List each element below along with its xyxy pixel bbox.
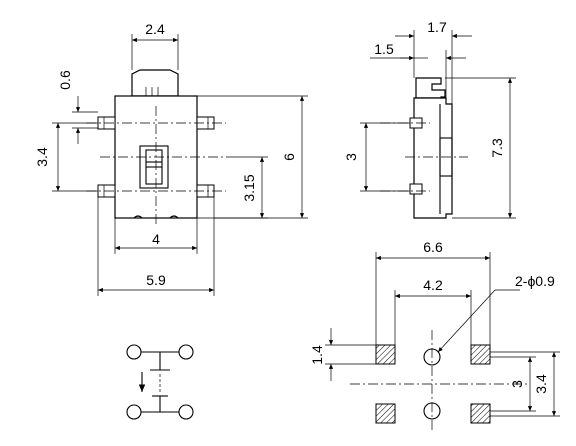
pcb-hole: [423, 348, 441, 366]
dim-pcb-width: 6.6: [423, 239, 443, 255]
pcb-pad: [375, 344, 396, 365]
schematic-symbol: [126, 344, 194, 420]
side-view: 1.7 1.5 3 7.3: [343, 19, 516, 219]
dim-side-pitch: 3: [343, 153, 359, 161]
dim-pcb-pitch-inner: 3: [509, 380, 525, 388]
pcb-hole: [423, 402, 441, 420]
pcb-pad: [470, 403, 491, 424]
dim-total-width: 5.9: [146, 272, 166, 288]
front-view: 2.4 0.6 3.4 6 3.15 4 5.9: [34, 21, 308, 296]
dim-body-height: 6: [281, 153, 297, 161]
dim-terminal-width: 0.6: [57, 70, 73, 90]
pcb-footprint: 6.6 4.2 2-ϕ0.9 1.4 3 3.4: [309, 239, 560, 430]
pcb-pad: [375, 403, 396, 424]
dim-terminal-pitch: 3.4: [34, 147, 50, 167]
hole-callout: 2-ϕ0.9: [515, 273, 555, 289]
dim-pad-size: 1.4: [309, 345, 325, 365]
pcb-pad: [470, 344, 491, 365]
front-slider: [139, 145, 169, 189]
dim-side-step: 1.5: [374, 41, 394, 57]
front-knob: [131, 69, 179, 97]
dim-knob-offset: 3.15: [241, 174, 257, 201]
dim-inner-width: 4: [152, 231, 160, 247]
dim-pcb-inner: 4.2: [423, 277, 443, 293]
dim-side-height: 7.3: [489, 138, 505, 158]
dim-pcb-pitch-outer: 3.4: [533, 374, 549, 394]
side-body: [413, 97, 453, 219]
side-knob: [415, 77, 446, 99]
dim-side-top: 1.7: [427, 19, 447, 35]
dim-top-width: 2.4: [145, 21, 165, 37]
